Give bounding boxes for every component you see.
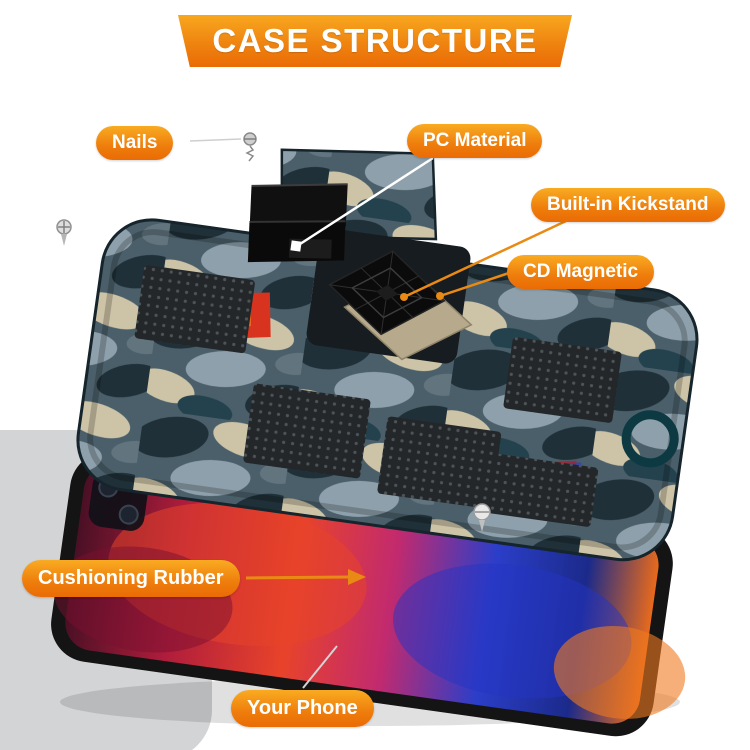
callout-your-phone: Your Phone — [231, 690, 374, 727]
callout-cushioning-rubber-label: Cushioning Rubber — [38, 567, 224, 589]
screen-art-orange — [553, 625, 686, 719]
callout-nails: Nails — [96, 126, 174, 160]
case-body — [76, 148, 699, 562]
callout-your-phone-label: Your Phone — [247, 697, 358, 719]
callout-built-in-kickstand-label: Built-in Kickstand — [547, 194, 709, 215]
leader-line-cushioning-rubber — [245, 569, 366, 585]
texture-pad — [483, 453, 599, 527]
callout-pc-material-label: PC Material — [423, 130, 527, 151]
leader-line-your-phone — [302, 645, 338, 689]
callout-cushioning-rubber: Cushioning Rubber — [22, 560, 240, 597]
leader-line-kickstand — [400, 219, 567, 301]
callout-cd-magnetic: CD Magnetic — [507, 255, 655, 289]
kickstand — [247, 183, 348, 263]
banner-ribbon: CASE STRUCTURE — [178, 15, 572, 67]
nail-icon — [243, 132, 257, 162]
texture-pad — [377, 416, 502, 509]
camera-ring — [621, 410, 679, 468]
leader-line-nails — [189, 138, 242, 142]
screw-icon — [473, 503, 491, 532]
callout-cd-magnetic-label: CD Magnetic — [523, 261, 639, 282]
page-title: CASE STRUCTURE — [212, 22, 538, 59]
texture-pad — [503, 337, 622, 423]
texture-pad — [243, 383, 371, 479]
magnetic-plate — [328, 250, 446, 336]
screw-icon — [56, 219, 72, 246]
callout-pc-material: PC Material — [407, 124, 543, 158]
callout-built-in-kickstand: Built-in Kickstand — [531, 188, 725, 222]
callout-nails-label: Nails — [112, 132, 158, 153]
camera-lens-icon — [118, 504, 139, 525]
texture-pad — [134, 265, 255, 354]
leader-line-cd-magnetic — [436, 270, 513, 300]
leader-line-pc-material — [290, 156, 434, 252]
